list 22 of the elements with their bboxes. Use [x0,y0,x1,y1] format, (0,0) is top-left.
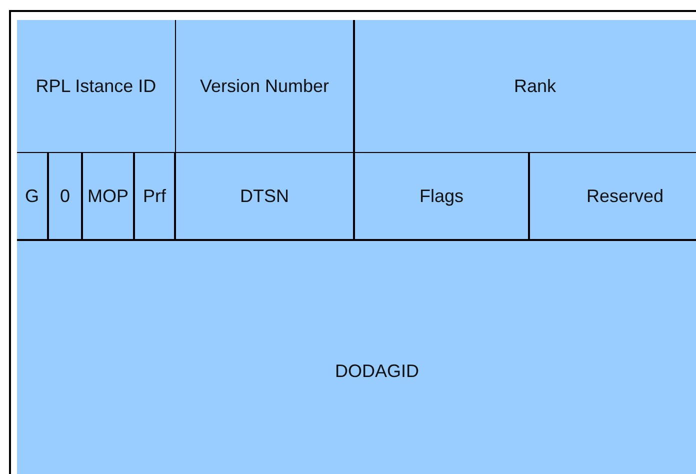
field-label: Reserved [586,186,664,206]
field-label: DTSN [240,186,289,206]
packet-field [355,153,530,241]
packet-field [530,153,696,241]
field-label: RPL Istance ID [36,76,156,96]
field-label: MOP [87,186,128,206]
packet-field [17,241,696,474]
packet-field [176,20,355,154]
packet-field [355,20,696,154]
packet-field [83,153,135,241]
field-label: DODAGID [334,360,419,382]
field-label: Version Number [200,76,330,96]
packet-field [17,20,177,154]
field-label: Prf [142,186,166,206]
packet-field [49,153,83,241]
field-label: G [24,186,39,206]
packet-field [17,153,49,241]
packet-field [176,153,355,241]
field-label: Rank [514,76,556,96]
packet-field [135,153,176,241]
field-label: Flags [419,186,464,206]
field-label: 0 [60,186,70,206]
